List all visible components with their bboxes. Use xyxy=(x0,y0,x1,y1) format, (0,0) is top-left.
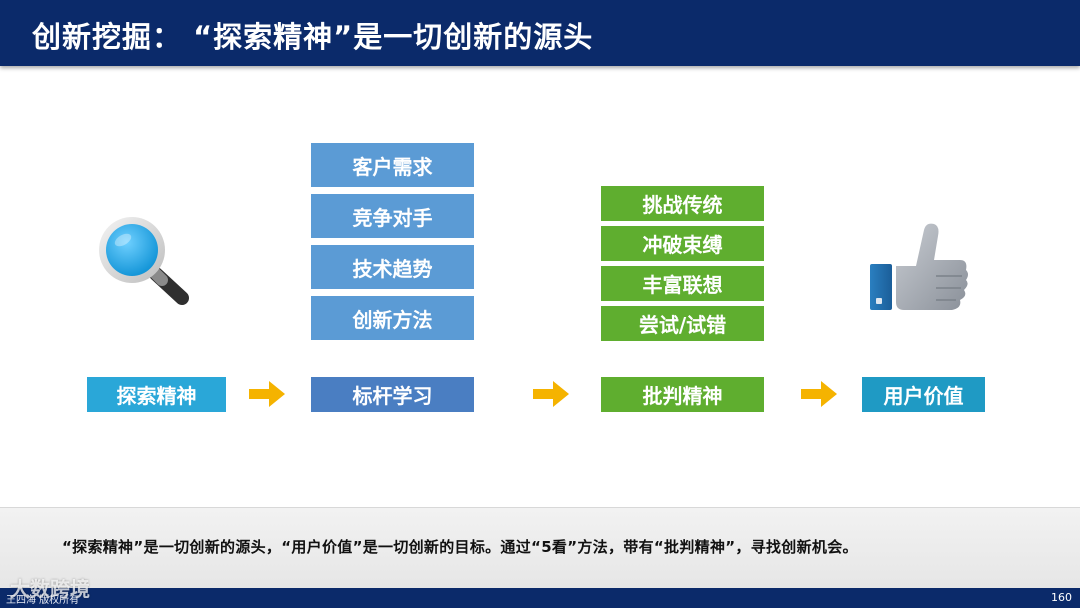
benchmark-item-competitors: 竞争对手 xyxy=(311,194,474,238)
benchmark-item-customer-needs: 客户需求 xyxy=(311,143,474,187)
header-bar: 创新挖掘： “探索精神”是一切创新的源头 xyxy=(0,0,1080,66)
page-number: 160 xyxy=(1051,591,1072,604)
author-credit: 王四海 版权所有 xyxy=(6,595,80,606)
critical-spirit-box: 批判精神 xyxy=(601,377,764,412)
exploration-spirit-box: 探索精神 xyxy=(87,377,226,412)
arrow-right-icon xyxy=(801,381,837,407)
arrow-right-icon xyxy=(533,381,569,407)
thumbs-up-icon xyxy=(870,223,968,310)
benchmark-item-innovation-methods: 创新方法 xyxy=(311,296,474,340)
caption-band: “探索精神”是一切创新的源头，“用户价值”是一切创新的目标。通过“5看”方法，带… xyxy=(0,507,1080,588)
footer-bar: 王四海 版权所有 160 xyxy=(0,588,1080,608)
critical-item-break-constraints: 冲破束缚 xyxy=(601,226,764,261)
benchmark-learning-box: 标杆学习 xyxy=(311,377,474,412)
critical-item-challenge-tradition: 挑战传统 xyxy=(601,186,764,221)
watermark: 大数跨境 xyxy=(10,577,90,601)
user-value-box: 用户价值 xyxy=(862,377,985,412)
critical-item-trial-error: 尝试/试错 xyxy=(601,306,764,341)
benchmark-item-tech-trends: 技术趋势 xyxy=(311,245,474,289)
arrow-right-icon xyxy=(249,381,285,407)
slide-title: 创新挖掘： “探索精神”是一切创新的源头 xyxy=(32,20,594,54)
critical-item-rich-association: 丰富联想 xyxy=(601,266,764,301)
caption-text: “探索精神”是一切创新的源头，“用户价值”是一切创新的目标。通过“5看”方法，带… xyxy=(62,538,858,556)
magnifier-icon xyxy=(99,217,189,305)
